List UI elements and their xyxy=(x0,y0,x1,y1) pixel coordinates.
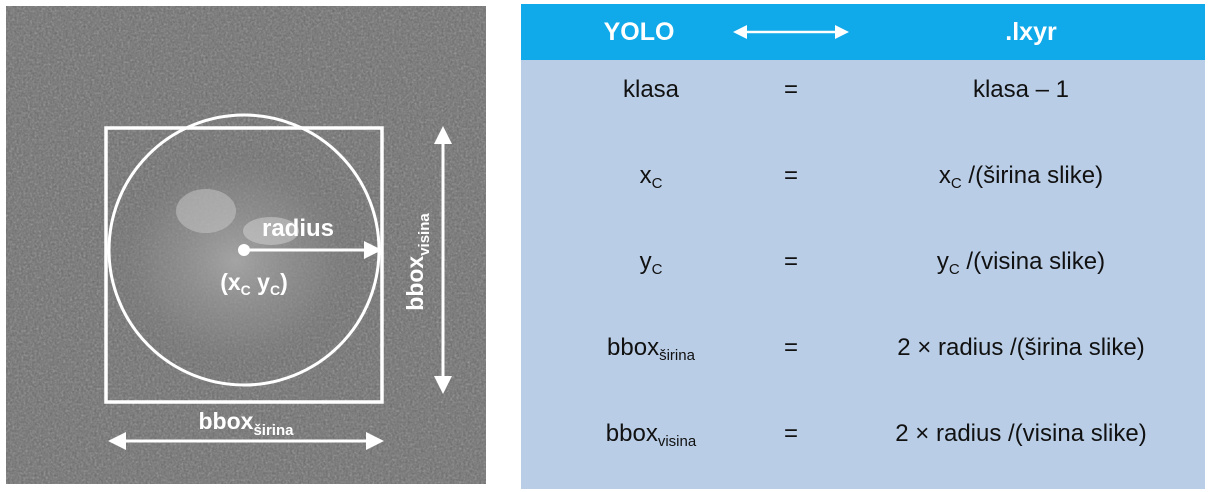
object-highlight xyxy=(176,189,236,233)
width-arrow-left-icon xyxy=(108,432,126,450)
row-lxyr-text: klasa – 1 xyxy=(972,76,1070,103)
center-point xyxy=(238,244,250,256)
annotated-image: radius (xC yC) bboxširina bboxvisina xyxy=(6,6,486,484)
table-row-bbox-height: bboxvisina = 2 × radius /(visina slike) xyxy=(521,410,1205,458)
row-lxyr-rest: /(širina slike) xyxy=(961,162,1104,189)
table-row-class: klasa = klasa – 1 xyxy=(521,66,1205,114)
radius-arrowhead-icon xyxy=(364,241,382,259)
center-label-y: y xyxy=(251,269,270,295)
row-yolo-sub: C xyxy=(651,261,663,278)
table-header: YOLO .lxyr xyxy=(521,4,1205,60)
row-yolo-value: yC xyxy=(561,238,741,286)
radius-label: radius xyxy=(262,215,334,242)
row-lxyr-value: yC /(visina slike) xyxy=(851,238,1191,286)
center-label: (xC yC) xyxy=(220,269,288,298)
height-arrow-top-icon xyxy=(434,126,452,144)
row-yolo-value: bboxširina xyxy=(561,324,741,372)
row-lxyr-text: y xyxy=(936,248,949,275)
object-highlight-2 xyxy=(243,217,299,245)
width-label-base: bbox xyxy=(199,408,254,434)
row-lxyr-rest: /(visina slike) xyxy=(959,248,1106,275)
row-yolo-text: klasa xyxy=(622,76,680,103)
height-label: bboxvisina xyxy=(402,213,433,311)
row-lxyr-value: xC /(širina slike) xyxy=(851,152,1191,200)
object-blob xyxy=(101,141,371,381)
row-yolo-sub: visina xyxy=(657,433,697,450)
header-yolo: YOLO xyxy=(603,18,675,46)
center-label-close: ) xyxy=(280,269,288,295)
row-yolo-text: y xyxy=(639,248,652,275)
center-label-x: (x xyxy=(220,269,241,295)
height-label-sub: visina xyxy=(416,213,433,256)
table-row-bbox-width: bboxširina = 2 × radius /(širina slike) xyxy=(521,324,1205,372)
width-arrow-right-icon xyxy=(366,432,384,450)
row-yolo-value: bboxvisina xyxy=(561,410,741,458)
row-yolo-value: xC xyxy=(561,152,741,200)
double-arrow-icon xyxy=(733,25,849,39)
image-diagram-svg: radius (xC yC) bboxširina bboxvisina xyxy=(6,6,486,484)
row-lxyr-value: 2 × radius /(širina slike) xyxy=(851,324,1191,372)
row-lxyr-text: 2 × radius /(širina slike) xyxy=(897,334,1145,361)
center-label-sub-y: C xyxy=(270,282,280,298)
width-label-sub: širina xyxy=(253,422,294,439)
row-operator: = xyxy=(783,248,798,275)
width-label: bboxširina xyxy=(199,408,295,439)
row-operator: = xyxy=(783,334,798,361)
mapping-table: YOLO .lxyr klasa = klasa – 1 xC = xC /(š… xyxy=(521,4,1205,489)
row-lxyr-sub: C xyxy=(948,261,960,278)
row-lxyr-text: 2 × radius /(visina slike) xyxy=(895,420,1147,447)
height-label-base: bbox xyxy=(402,256,428,311)
row-operator: = xyxy=(783,76,798,103)
center-label-sub-x: C xyxy=(241,282,251,298)
row-yolo-sub: širina xyxy=(659,347,695,364)
header-lxyr: .lxyr xyxy=(1005,18,1057,46)
row-yolo-text: bbox xyxy=(605,420,658,447)
row-yolo-text: x xyxy=(639,162,652,189)
height-arrow-bottom-icon xyxy=(434,376,452,394)
table-row-yc: yC = yC /(visina slike) xyxy=(521,238,1205,286)
row-operator: = xyxy=(783,162,798,189)
row-yolo-value: klasa xyxy=(561,66,741,114)
bounding-box xyxy=(104,126,384,404)
row-yolo-sub: C xyxy=(651,175,663,192)
row-lxyr-value: klasa – 1 xyxy=(851,66,1191,114)
row-operator: = xyxy=(783,420,798,447)
row-lxyr-sub: C xyxy=(950,175,962,192)
table-row-xc: xC = xC /(širina slike) xyxy=(521,152,1205,200)
row-lxyr-value: 2 × radius /(visina slike) xyxy=(851,410,1191,458)
row-yolo-text: bbox xyxy=(607,334,660,361)
row-lxyr-text: x xyxy=(938,162,951,189)
